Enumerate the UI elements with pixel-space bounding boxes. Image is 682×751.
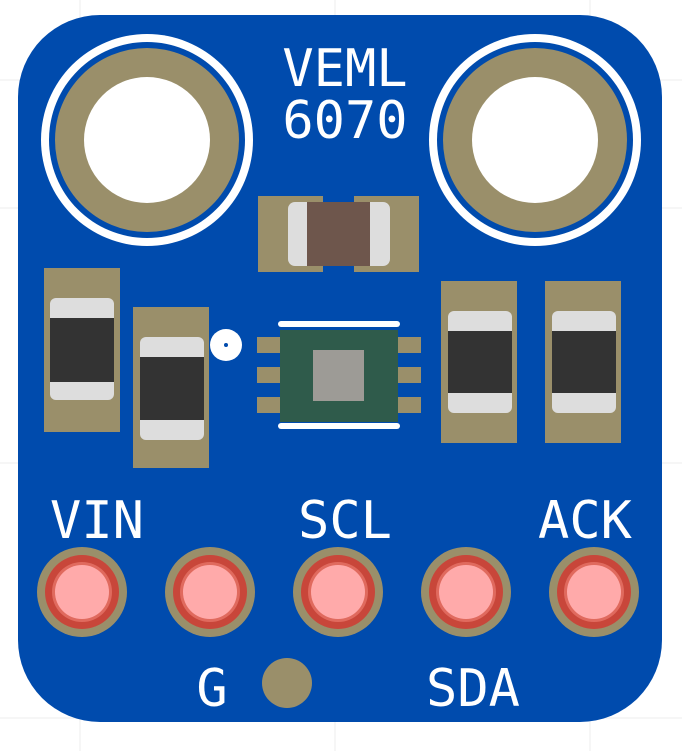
title-line2: 6070 — [282, 91, 407, 151]
header-pin-5 — [549, 547, 639, 637]
capacitor — [258, 196, 419, 272]
title-line1: VEML — [282, 39, 407, 99]
label-vin: VIN — [50, 491, 144, 551]
resistor-2 — [133, 307, 209, 468]
sensor-chip — [257, 321, 421, 429]
mount-hole-left — [41, 34, 253, 246]
label-g: G — [196, 659, 227, 719]
mount-hole-right — [429, 34, 641, 246]
resistor-1 — [44, 268, 120, 432]
pin1-marker — [210, 329, 242, 361]
label-scl: SCL — [298, 491, 392, 551]
header-pin-2 — [165, 547, 255, 637]
label-sda: SDA — [426, 659, 520, 719]
resistor-4 — [545, 281, 621, 443]
label-ack: ACK — [538, 491, 633, 551]
ground-pad — [262, 658, 312, 708]
header-pin-3 — [293, 547, 383, 637]
header-pin-4 — [421, 547, 511, 637]
header-pin-1 — [37, 547, 127, 637]
header-pins — [37, 547, 639, 637]
resistor-3 — [441, 281, 517, 443]
